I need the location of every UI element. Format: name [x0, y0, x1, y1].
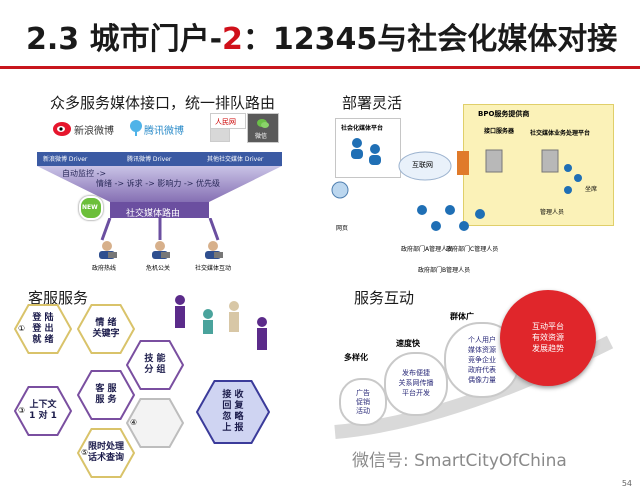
people-net-logo: 人民网 — [210, 113, 246, 129]
users-group-icon — [351, 138, 381, 165]
new-badge-text: NEW — [82, 204, 98, 211]
service-hex-label: 上下文 1 对 1 — [29, 400, 57, 421]
tencent-logo-text: 腾讯微博 — [144, 126, 184, 137]
sina-weibo-logo: 新浪微博 — [52, 117, 114, 139]
webpage-label: 网页 — [336, 225, 349, 232]
circle-speed-text: 发布便捷 关系网传播 平台开发 — [398, 369, 434, 397]
circle-speed: 发布便捷 关系网传播 平台开发 — [384, 352, 448, 416]
server-icon — [485, 149, 503, 173]
title-suffix: ：12345与社会化媒体对接 — [242, 22, 618, 57]
bpo-label: BPO服务提供商 — [478, 110, 530, 118]
agent-label-social: 社交媒体互动 — [195, 265, 232, 272]
service-hex-3: 客 服 服 务 — [77, 370, 135, 420]
slide-header: 2.3 城市门户-2：12345与社会化媒体对接 — [0, 0, 640, 69]
agent-social — [202, 240, 224, 264]
interfaces-heading: 众多服务媒体接口，统一排队路由 — [50, 94, 276, 112]
service-hex-label: 客 服 服 务 — [95, 384, 117, 405]
dept-b-label: 政府部门B管理人员 — [418, 267, 471, 274]
social-platform-box: 社会化媒体平台 — [335, 118, 401, 178]
agent-icon — [205, 241, 223, 259]
agent-label-hotline: 政府热线 — [92, 265, 117, 272]
server-icon — [541, 149, 559, 173]
webpage-icon — [331, 181, 349, 199]
route-arrows — [100, 218, 220, 241]
pipeline-label: 情绪 -> 诉求 -> 影响力 -> 优先级 — [96, 179, 221, 188]
sina-eye-icon — [53, 122, 71, 136]
internet-label: 互联网 — [412, 161, 433, 169]
wechat-watermark: 微信号: SmartCityOfChina — [352, 451, 567, 471]
misc-media-logo — [210, 128, 230, 142]
service-hex-5: ④ — [126, 398, 184, 448]
service-hex-number: ① — [18, 324, 26, 333]
dept-c-label: 政府部门C管理人员 — [446, 246, 499, 253]
service-people-illustration — [175, 295, 267, 350]
label-speed: 速度快 — [396, 339, 420, 348]
title-prefix: 2.3 城市门户- — [26, 22, 223, 57]
driver-sina: 新浪微博 Driver — [43, 156, 88, 163]
page-number: 54 — [621, 479, 632, 488]
new-badge: NEW — [79, 196, 103, 220]
title-divider — [0, 66, 640, 69]
circle-trend: 互动平台 有效资源 发展趋势 — [500, 290, 596, 386]
deploy-heading: 部署灵活 — [342, 94, 403, 112]
tencent-weibo-logo: 腾讯微博 — [128, 117, 186, 139]
agent-hotline — [96, 240, 118, 264]
service-hex-number: ④ — [130, 418, 138, 427]
service-hex-label: 技 能 分 组 — [144, 354, 166, 375]
service-heading: 客服服务 — [28, 289, 89, 307]
agent-icon — [99, 241, 117, 259]
firewall-icon — [457, 151, 469, 175]
seat-label: 坐席 — [585, 186, 598, 193]
service-hex-0: 登 陆 登 出 就 绪 ① — [14, 304, 72, 354]
driver-other: 其他社交媒体 Driver — [207, 156, 264, 163]
manager-label: 管理人员 — [540, 209, 565, 216]
service-hex-number: ⑤ — [81, 448, 89, 457]
internet-cloud-icon — [398, 151, 452, 181]
slide-title: 2.3 城市门户-2：12345与社会化媒体对接 — [26, 14, 617, 58]
driver-bar: 新浪微博 Driver 腾讯微博 Driver 其他社交媒体 Driver — [37, 152, 282, 166]
wechat-logo: 微信 — [247, 113, 279, 143]
label-diversity: 多样化 — [344, 353, 368, 362]
agent-icon — [152, 241, 170, 259]
service-platform-label: 社交媒体业务处理平台 — [530, 130, 591, 137]
router-label: 社交媒体路由 — [126, 209, 181, 219]
government-users-icon — [417, 205, 485, 231]
tencent-icon — [130, 120, 142, 136]
agent-label-pr: 危机公关 — [146, 265, 171, 272]
title-number: 2 — [222, 22, 243, 57]
sina-logo-text: 新浪微博 — [74, 126, 114, 137]
service-hex-label: 限时处理 话术查询 — [87, 442, 124, 463]
wechat-icon — [257, 119, 269, 128]
circle-diversity: 广告 促销 活动 — [339, 378, 387, 426]
service-hex-label: 接 收 回 复 忽 略 上 报 — [222, 390, 244, 433]
service-hex-2: 技 能 分 组 — [126, 340, 184, 390]
service-hex-1: 情 绪 关键字 — [77, 304, 135, 354]
circle-reach-text: 个人用户 媒体资源 竞争企业 政府代表 偶像力量 — [468, 336, 496, 384]
dept-a-label: 政府部门A管理人员 — [401, 246, 454, 253]
routing-funnel — [37, 166, 282, 218]
circle-diversity-text: 广告 促销 活动 — [356, 389, 370, 415]
service-hex-6: 接 收 回 复 忽 略 上 报 — [196, 380, 270, 444]
interaction-heading: 服务互动 — [354, 289, 415, 307]
label-reach: 群体广 — [450, 312, 474, 321]
service-hex-label: 情 绪 关键字 — [92, 318, 120, 339]
service-hex-number: ③ — [18, 406, 26, 415]
auto-monitor-label: 自动监控 -> — [62, 169, 107, 178]
service-hex-label: 登 陆 登 出 就 绪 — [32, 312, 54, 345]
circle-trend-text: 互动平台 有效资源 发展趋势 — [532, 322, 564, 353]
operators-icon — [564, 164, 582, 194]
wechat-logo-text: 微信 — [255, 133, 268, 140]
social-platform-label: 社会化媒体平台 — [341, 125, 384, 132]
agent-pr — [149, 240, 171, 264]
people-logo-text: 人民网 — [215, 118, 236, 126]
driver-tencent: 腾讯微博 Driver — [127, 156, 172, 163]
interface-server-label: 接口服务器 — [484, 128, 515, 135]
